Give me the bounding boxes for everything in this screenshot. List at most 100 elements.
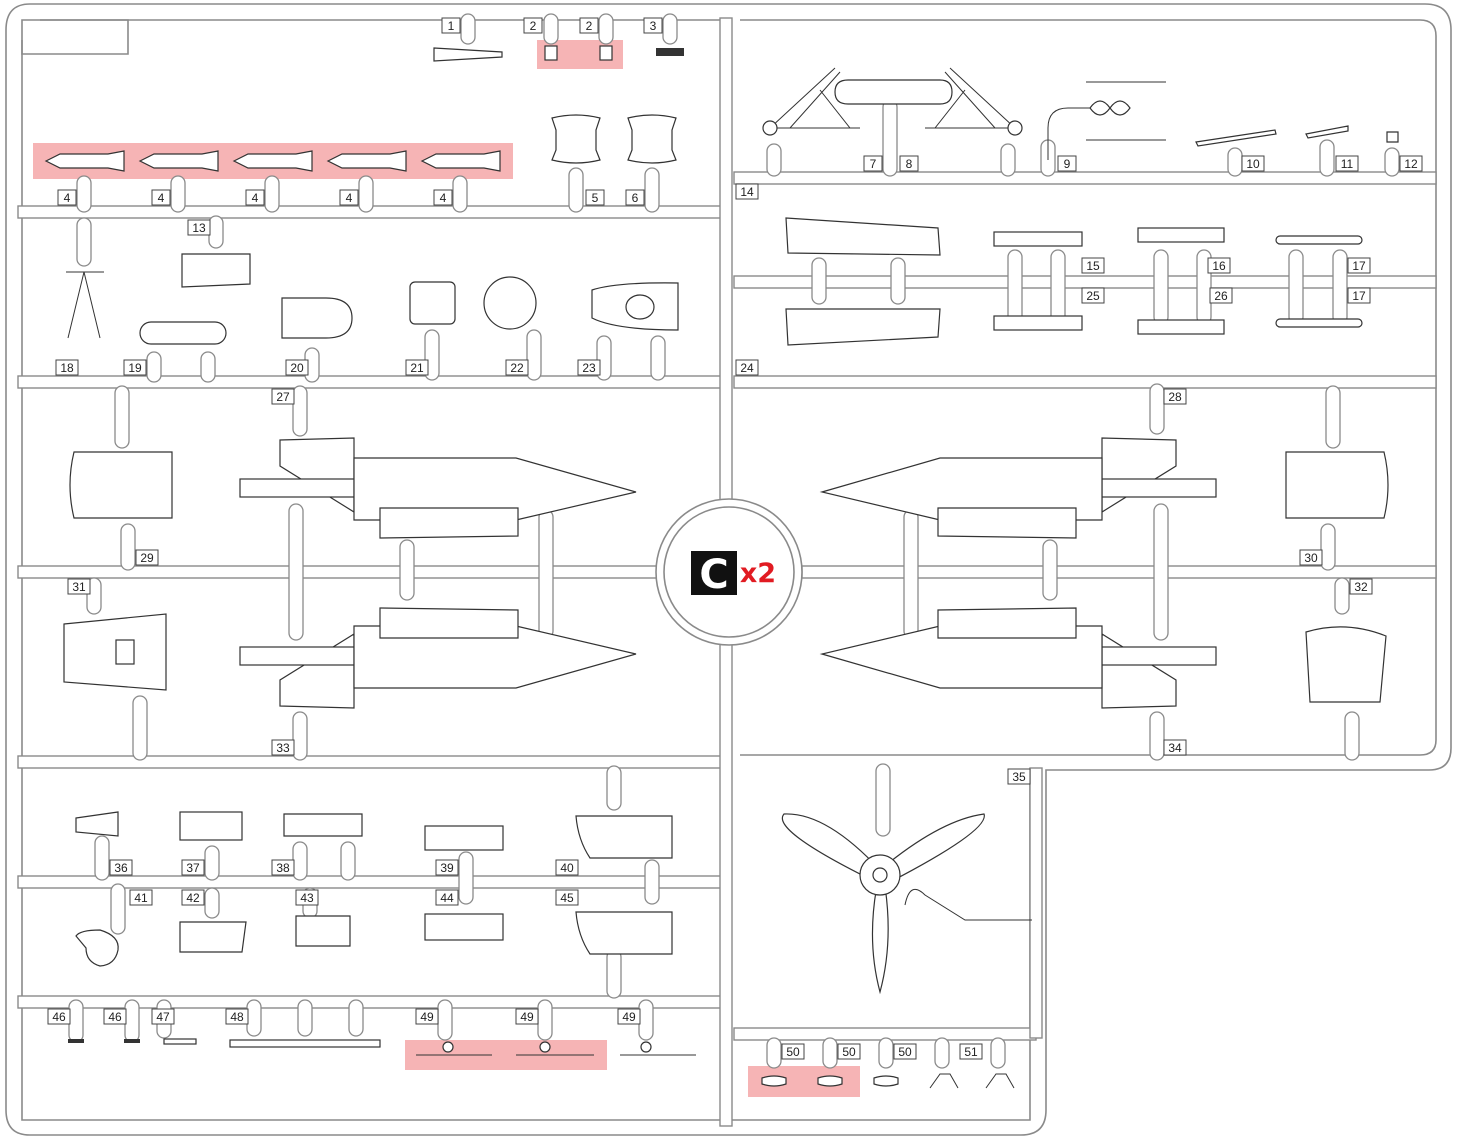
sprue-gate bbox=[110, 883, 126, 935]
part-27 bbox=[239, 437, 637, 539]
part-2b bbox=[599, 45, 613, 61]
part-15 bbox=[993, 231, 1083, 247]
part-number-tag: 16 bbox=[1207, 257, 1231, 274]
sprue-gate bbox=[1384, 147, 1400, 177]
sprue-gate bbox=[990, 1037, 1006, 1069]
part-30 bbox=[1285, 451, 1389, 519]
part-number-label: 10 bbox=[1246, 157, 1260, 171]
gates bbox=[68, 13, 1400, 1069]
sprue-gate bbox=[1042, 539, 1058, 601]
part-43 bbox=[295, 915, 351, 947]
part-51 bbox=[929, 1073, 1015, 1089]
sprue-gate bbox=[120, 523, 136, 571]
part-1 bbox=[433, 47, 503, 62]
sprue-gate bbox=[246, 999, 262, 1037]
part-number-tag: 49 bbox=[515, 1008, 539, 1025]
sprue-gate bbox=[875, 763, 891, 837]
part-number-label: 20 bbox=[290, 361, 304, 375]
part-number-tag: 13 bbox=[187, 219, 211, 236]
part-number-label: 28 bbox=[1168, 390, 1182, 404]
part-18 bbox=[66, 271, 104, 339]
part-number-tag: 14 bbox=[735, 183, 759, 200]
part-number-tag: 50 bbox=[781, 1043, 805, 1060]
part-11 bbox=[1305, 125, 1349, 139]
part-number-label: 17 bbox=[1352, 289, 1366, 303]
part-number-label: 8 bbox=[906, 157, 913, 171]
part-number-tag: 28 bbox=[1163, 388, 1187, 405]
part-number-tag: 40 bbox=[555, 859, 579, 876]
part-number-tag: 42 bbox=[181, 889, 205, 906]
part-number-tag: 4 bbox=[433, 189, 453, 206]
sprue-gate bbox=[76, 175, 92, 213]
part-40 bbox=[575, 815, 673, 859]
sprue-gate bbox=[890, 257, 906, 305]
sprue-gate bbox=[292, 711, 308, 761]
sprue-gate bbox=[1007, 249, 1023, 325]
part-number-label: 49 bbox=[622, 1010, 636, 1024]
part-number-label: 4 bbox=[440, 191, 447, 205]
sprue-gate bbox=[934, 1037, 950, 1069]
part-35-propeller bbox=[781, 813, 1032, 995]
part-number-tag: 6 bbox=[625, 189, 645, 206]
part-number-tag: 12 bbox=[1399, 155, 1423, 172]
part-10 bbox=[1195, 129, 1277, 147]
sprue-gate bbox=[94, 835, 110, 881]
sprue-gate bbox=[452, 175, 468, 213]
part-number-label: 4 bbox=[346, 191, 353, 205]
sprue-gate bbox=[1149, 383, 1165, 435]
part-number-label: 40 bbox=[560, 861, 574, 875]
part-number-tag: 31 bbox=[67, 578, 91, 595]
sprue-gate bbox=[76, 217, 92, 267]
part-number-tag: 9 bbox=[1057, 155, 1077, 172]
sprue-gate bbox=[132, 695, 148, 761]
part-37 bbox=[179, 811, 243, 841]
part-number-label: 50 bbox=[786, 1045, 800, 1059]
part-44 bbox=[424, 913, 504, 941]
part-number-label: 46 bbox=[108, 1010, 122, 1024]
part-number-label: 27 bbox=[276, 390, 290, 404]
sprue-gate bbox=[288, 503, 304, 641]
part-5 bbox=[551, 114, 601, 164]
part-number-tag: 30 bbox=[1299, 549, 1323, 566]
sprue-gate bbox=[1325, 385, 1341, 449]
part-number-tag: 20 bbox=[285, 359, 309, 376]
part-number-label: 30 bbox=[1304, 551, 1318, 565]
part-12 bbox=[1386, 131, 1399, 143]
sprue-gate bbox=[1149, 711, 1165, 761]
part-number-label: 33 bbox=[276, 741, 290, 755]
part-number-tag: 2 bbox=[523, 17, 543, 34]
sprue-gate bbox=[543, 13, 559, 45]
sprue-gate bbox=[1227, 147, 1243, 177]
part-number-label: 3 bbox=[650, 19, 657, 33]
sprue-gate bbox=[882, 99, 898, 177]
part-number-label: 49 bbox=[420, 1010, 434, 1024]
part-13 bbox=[181, 253, 251, 288]
part-number-label: 34 bbox=[1168, 741, 1182, 755]
part-number-tag: 29 bbox=[135, 549, 159, 566]
part-number-tag: 21 bbox=[405, 359, 429, 376]
part-number-label: 12 bbox=[1404, 157, 1418, 171]
part-number-tag: 2 bbox=[579, 17, 599, 34]
sprue-gate bbox=[644, 859, 660, 905]
part-number-tag: 33 bbox=[271, 739, 295, 756]
part-number-tag: 4 bbox=[151, 189, 171, 206]
part-26 bbox=[1137, 319, 1225, 335]
sprue-gate bbox=[460, 13, 476, 45]
part-number-tag: 25 bbox=[1081, 287, 1105, 304]
sprue-gate bbox=[903, 509, 919, 639]
part-number-tag: 46 bbox=[47, 1008, 71, 1025]
part-number-label: 9 bbox=[1064, 157, 1071, 171]
runners bbox=[17, 17, 1437, 1127]
part-number-label: 47 bbox=[156, 1010, 170, 1024]
part-number-tag: 11 bbox=[1335, 155, 1359, 172]
part-number-label: 4 bbox=[158, 191, 165, 205]
sprue-gate bbox=[292, 841, 308, 881]
sprue-gate bbox=[606, 765, 622, 811]
part-number-tag: 48 bbox=[225, 1008, 249, 1025]
part-24 bbox=[785, 308, 941, 346]
part-number-label: 42 bbox=[186, 891, 200, 905]
part-47 bbox=[163, 1038, 197, 1045]
part-34 bbox=[819, 607, 1217, 709]
